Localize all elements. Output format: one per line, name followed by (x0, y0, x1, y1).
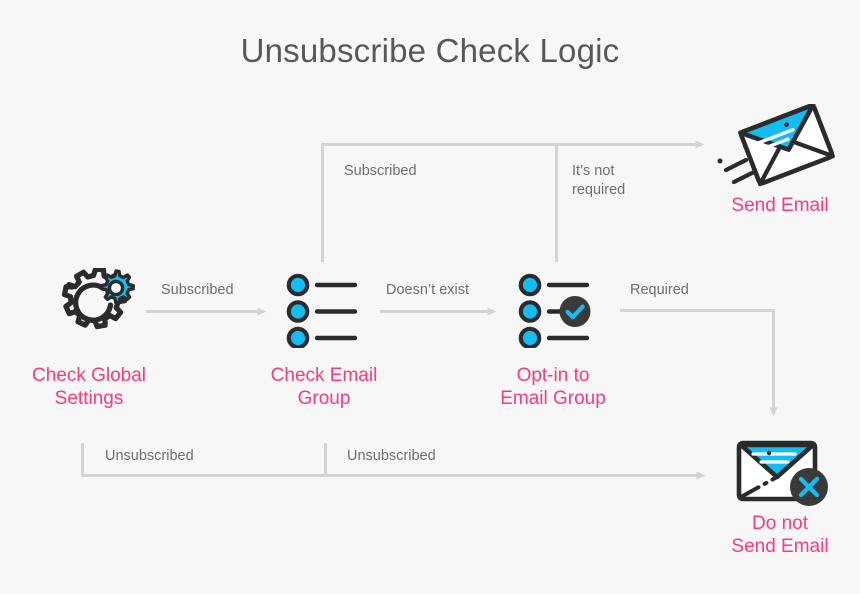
edge-label-doesnt-exist: Doesn’t exist (386, 282, 470, 298)
flying-envelope-icon (712, 102, 842, 188)
page-title: Unsubscribe Check Logic (240, 32, 620, 69)
edge-label-unsubscribed-left: Unsubscribed (105, 448, 194, 464)
node-label-send-email: Send Email (731, 195, 829, 216)
edge-label-subscribed-main: Subscribed (161, 282, 234, 298)
connector-required (620, 309, 778, 417)
connector-subscribed-top (321, 140, 705, 262)
edge-label-subscribed-top: Subscribed (344, 163, 417, 179)
node-label-check-global-settings: Check Global Settings (31, 365, 147, 410)
gears-icon (40, 266, 140, 350)
node-label-opt-in-to-email-group: Opt-in to Email Group (500, 365, 606, 410)
edge-label-unsubscribed-right: Unsubscribed (347, 448, 436, 464)
node-label-do-not-send-email: Do not Send Email (731, 513, 829, 558)
node-label-check-email-group: Check Email Group (270, 365, 378, 410)
envelope-blocked-icon (733, 437, 831, 509)
connector-unsubscribed-left (81, 443, 706, 480)
edge-label-required: Required (630, 282, 689, 298)
edge-label-its-not-required: It’s not required (572, 163, 626, 199)
list-check-icon (518, 272, 600, 350)
list-icon (286, 272, 362, 350)
